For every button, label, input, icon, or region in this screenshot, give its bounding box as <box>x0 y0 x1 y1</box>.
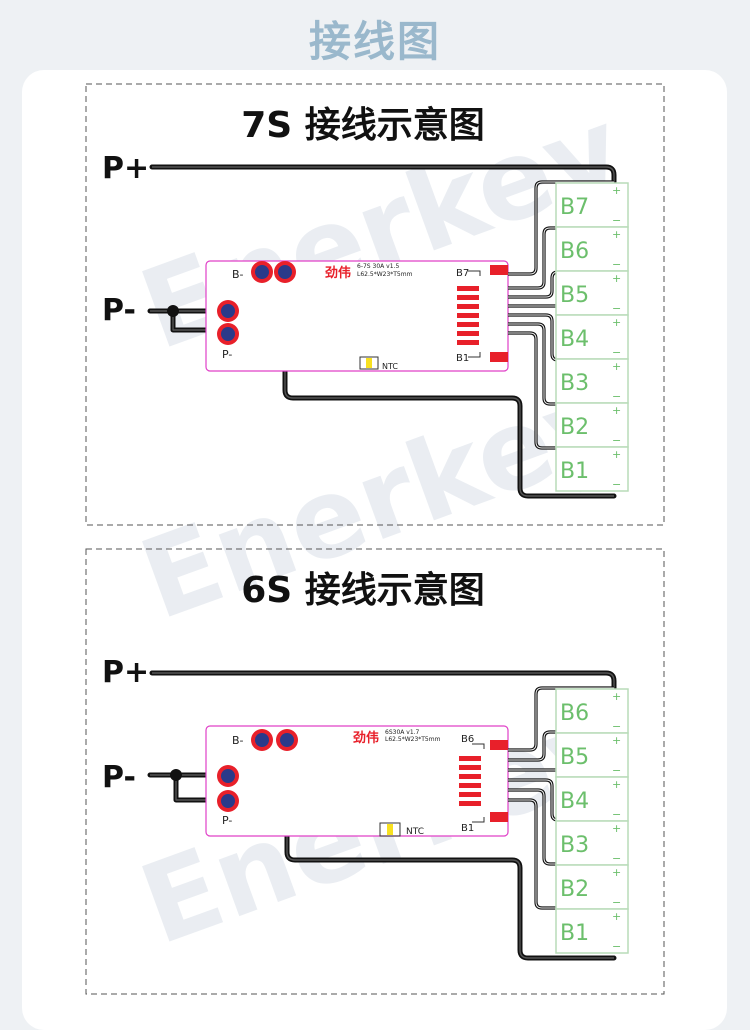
svg-text:−: − <box>612 764 621 777</box>
cell: B6 + − <box>555 226 629 272</box>
svg-text:+: + <box>612 778 621 791</box>
svg-text:+: + <box>612 228 621 241</box>
p-minus-terminal-1 <box>217 765 239 787</box>
wiring-diagrams: Enerkey Enerkey Enerkey 7S 接线示意图 P+ P- B… <box>85 83 665 995</box>
ntc-label: NTC <box>406 827 424 837</box>
svg-text:−: − <box>612 302 621 315</box>
p-minus-terminal-1 <box>217 300 239 322</box>
p-minus-label: P- <box>102 293 136 328</box>
cell-stack: B7+− B6+− B5+− B4+− B3+− B2+− B1+− <box>555 182 629 492</box>
top-connector-label: B7 <box>456 268 469 279</box>
cell: B6 + − <box>555 688 629 734</box>
svg-text:+: + <box>612 184 621 197</box>
svg-text:+: + <box>612 866 621 879</box>
svg-text:+: + <box>612 404 621 417</box>
brand-label: 劲伟 <box>325 265 351 281</box>
cell-stack: B6+− B5+− B4+− B3+− B2+− B1+− <box>555 688 629 954</box>
b-minus-terminal-1 <box>251 261 273 283</box>
diagram-6s: 6S 接线示意图 P+ P- B- P- 劲伟 6S30A v1.7 L62.5… <box>85 548 665 995</box>
svg-text:+: + <box>612 448 621 461</box>
diagram-title: 7S 接线示意图 <box>241 105 485 146</box>
brand-label: 劲伟 <box>353 730 379 746</box>
cell: B1 + − <box>555 908 629 954</box>
p-plus-label: P+ <box>102 151 149 186</box>
page-title: 接线图 <box>308 17 441 66</box>
model-label: 6S30A v1.7 <box>385 729 420 736</box>
p-minus-terminal-2 <box>217 790 239 812</box>
svg-text:B3: B3 <box>560 371 589 396</box>
size-label: L62.5*W23*T5mm <box>385 736 441 743</box>
cell: B2 + − <box>555 864 629 910</box>
svg-text:+: + <box>612 360 621 373</box>
svg-text:−: − <box>612 896 621 909</box>
ntc-label: NTC <box>382 362 398 371</box>
svg-text:B1: B1 <box>560 459 589 484</box>
svg-text:−: − <box>612 214 621 227</box>
svg-text:−: − <box>612 720 621 733</box>
cell: B4 + − <box>555 776 629 822</box>
svg-text:B6: B6 <box>560 239 589 264</box>
size-label: L62.5*W23*T5mm <box>357 271 413 278</box>
svg-text:−: − <box>612 478 621 491</box>
svg-text:B3: B3 <box>560 833 589 858</box>
bottom-connector-label: B1 <box>461 823 474 834</box>
p-minus-terminal-2 <box>217 323 239 345</box>
svg-text:−: − <box>612 434 621 447</box>
board-p-minus-label: P- <box>222 348 232 361</box>
svg-text:+: + <box>612 316 621 329</box>
dashed-frame <box>85 548 665 995</box>
svg-text:−: − <box>612 852 621 865</box>
board-b-minus-label: B- <box>232 734 244 747</box>
svg-text:−: − <box>612 390 621 403</box>
cell: B4 + − <box>555 314 629 360</box>
svg-text:B4: B4 <box>560 327 589 352</box>
cell: B5 + − <box>555 732 629 778</box>
cell: B3 + − <box>555 358 629 404</box>
svg-text:+: + <box>612 734 621 747</box>
b-minus-terminal-2 <box>274 261 296 283</box>
svg-text:B6: B6 <box>560 701 589 726</box>
b-minus-terminal-1 <box>251 729 273 751</box>
svg-text:+: + <box>612 822 621 835</box>
diagram-7s: 7S 接线示意图 P+ P- B- P- 劲伟 6-7S 30A v1.5 L6… <box>85 83 665 526</box>
board-b-minus-label: B- <box>232 268 244 281</box>
svg-text:−: − <box>612 940 621 953</box>
top-connector-label: B6 <box>461 734 474 745</box>
bottom-connector-label: B1 <box>456 353 469 364</box>
cell: B1 + − <box>555 446 629 492</box>
board-p-minus-label: P- <box>222 814 232 827</box>
svg-text:B2: B2 <box>560 877 589 902</box>
cell: B7 + − <box>555 182 629 228</box>
p-minus-label: P- <box>102 760 136 795</box>
svg-text:−: − <box>612 346 621 359</box>
svg-text:B7: B7 <box>560 195 589 220</box>
svg-text:B2: B2 <box>560 415 589 440</box>
svg-text:−: − <box>612 808 621 821</box>
svg-text:+: + <box>612 272 621 285</box>
balance-connector <box>459 740 508 823</box>
svg-text:B4: B4 <box>560 789 589 814</box>
svg-text:+: + <box>612 690 621 703</box>
p-plus-label: P+ <box>102 655 149 690</box>
svg-text:+: + <box>612 910 621 923</box>
svg-text:B5: B5 <box>560 283 589 308</box>
diagram-title: 6S 接线示意图 <box>241 570 485 611</box>
svg-text:−: − <box>612 258 621 271</box>
model-label: 6-7S 30A v1.5 <box>357 263 399 270</box>
balance-connector <box>457 265 508 362</box>
svg-text:B5: B5 <box>560 745 589 770</box>
b-minus-terminal-2 <box>276 729 298 751</box>
svg-text:B1: B1 <box>560 921 589 946</box>
cell: B5 + − <box>555 270 629 316</box>
cell: B3 + − <box>555 820 629 866</box>
cell: B2 + − <box>555 402 629 448</box>
